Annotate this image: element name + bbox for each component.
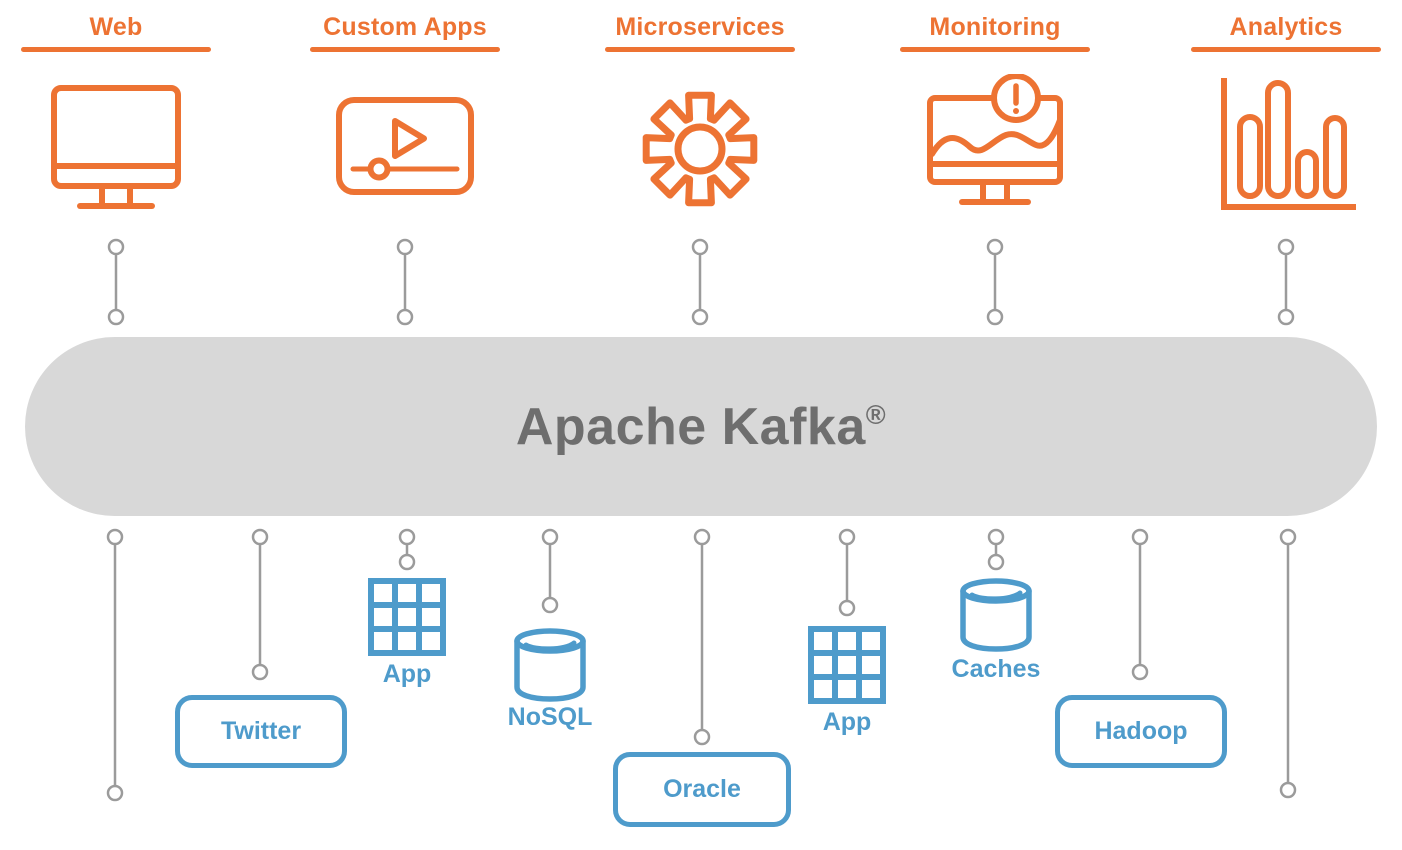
app-grid-icon-1 — [368, 578, 446, 656]
connector-kafka-app-2 — [838, 528, 856, 617]
app-grid-icon-2 — [808, 626, 886, 704]
producer-label-analytics: Analytics — [1229, 13, 1343, 41]
consumer-box-twitter: Twitter — [175, 695, 347, 768]
connector-kafka-twitter — [251, 528, 269, 681]
consumer-box-hadoop: Hadoop — [1055, 695, 1227, 768]
kafka-pill: Apache Kafka® — [25, 337, 1377, 516]
producer-label-monitoring: Monitoring — [929, 13, 1061, 41]
consumer-label-app-2: App — [822, 708, 872, 736]
connector-kafka-app-1 — [398, 528, 416, 571]
bar-chart-icon — [1214, 72, 1359, 217]
connector-kafka-caches — [987, 528, 1005, 571]
producer-label-custom-apps: Custom Apps — [323, 13, 487, 41]
consumer-box-oracle: Oracle — [613, 752, 791, 827]
connector-kafka-right — [1279, 528, 1297, 799]
consumer-label-app-1: App — [382, 660, 432, 688]
connector-web-kafka — [107, 238, 125, 326]
consumer-label-caches: Caches — [951, 655, 1041, 683]
underline-custom-apps — [310, 47, 500, 52]
underline-analytics — [1191, 47, 1381, 52]
connector-kafka-left — [106, 528, 124, 802]
kafka-title: Apache Kafka® — [516, 397, 886, 457]
connector-kafka-hadoop — [1131, 528, 1149, 681]
consumer-label-oracle: Oracle — [663, 775, 741, 803]
connector-analytics-kafka — [1277, 238, 1295, 326]
connector-monitoring-kafka — [986, 238, 1004, 326]
consumer-label-nosql: NoSQL — [507, 703, 593, 731]
gear-icon — [635, 84, 765, 214]
producer-label-web: Web — [89, 13, 143, 41]
underline-microservices — [605, 47, 795, 52]
kafka-title-text: Apache Kafka — [515, 397, 866, 456]
desktop-monitor-icon — [46, 82, 186, 217]
underline-monitoring — [900, 47, 1090, 52]
alert-monitor-icon — [920, 74, 1070, 214]
connector-kafka-oracle — [693, 528, 711, 746]
connector-custom-apps-kafka — [396, 238, 414, 326]
consumer-label-hadoop: Hadoop — [1094, 717, 1188, 745]
connector-kafka-nosql — [541, 528, 559, 614]
caches-database-icon — [957, 578, 1035, 652]
registered-trademark-symbol: ® — [865, 399, 887, 430]
connector-microservices-kafka — [691, 238, 709, 326]
media-player-icon — [335, 96, 475, 196]
consumer-label-twitter: Twitter — [220, 717, 302, 745]
nosql-database-icon — [511, 628, 589, 702]
producer-label-microservices: Microservices — [615, 13, 785, 41]
underline-web — [21, 47, 211, 52]
